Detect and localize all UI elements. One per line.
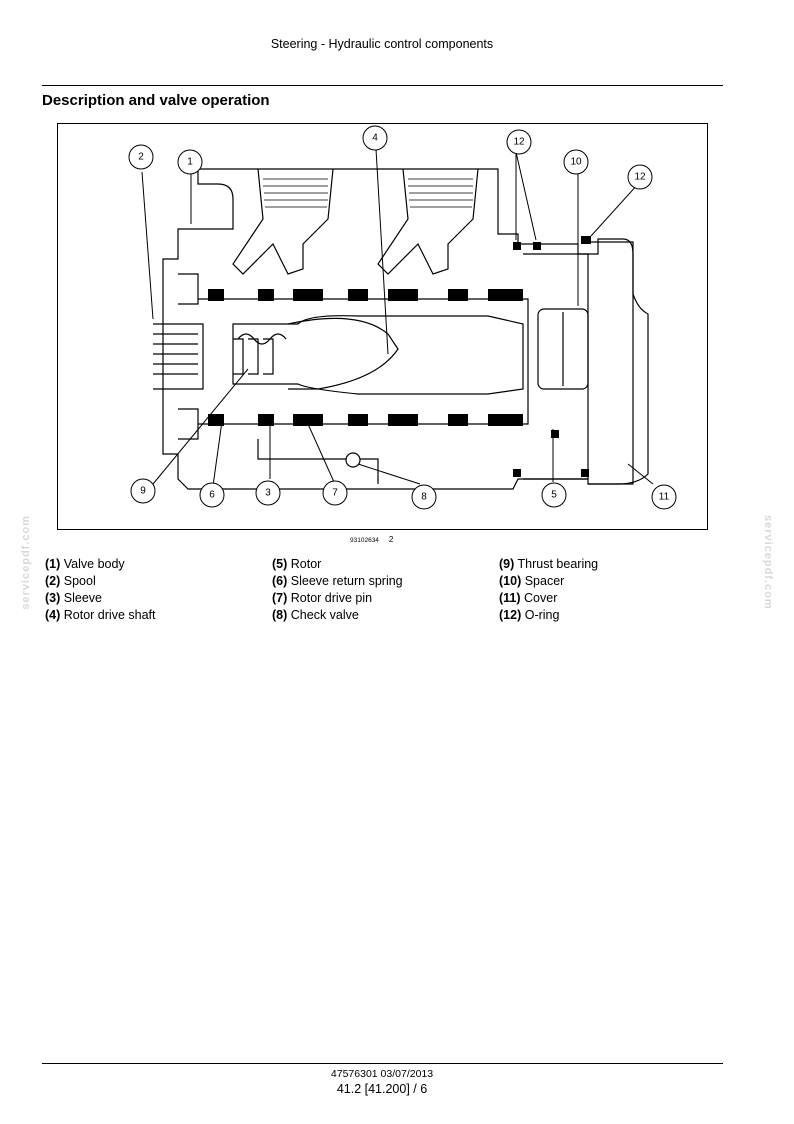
- check-valve: [345, 452, 361, 468]
- legend-item: (3) Sleeve: [45, 591, 102, 605]
- legend-item: (5) Rotor: [272, 557, 322, 571]
- leader-9: [152, 368, 249, 485]
- leader-7: [307, 423, 335, 483]
- spacer: [537, 308, 589, 390]
- legend-item: (2) Spool: [45, 574, 96, 588]
- callout-7: 7: [332, 487, 338, 499]
- legend-item: (10) Spacer: [499, 574, 565, 588]
- sleeve-return-spring: [237, 333, 287, 345]
- leader-11: [627, 463, 654, 485]
- legend-column-3: (9) Thrust bearing (10) Spacer (11) Cove…: [499, 556, 598, 624]
- callout-6: 6: [209, 489, 215, 501]
- valve-cross-section-drawing: [128, 125, 677, 510]
- callout-9: 9: [140, 485, 146, 497]
- callout-11: 11: [658, 491, 670, 503]
- legend-column-1: (1) Valve body (2) Spool (3) Sleeve (4) …: [45, 556, 155, 624]
- legend-item: (7) Rotor drive pin: [272, 591, 373, 605]
- valve-cross-section-figure: 1 2 3 4 5 6 7 8 8 9 10 11 12 12: [57, 123, 708, 530]
- header-divider: [42, 85, 723, 86]
- watermark-left: servicepdf.com: [20, 515, 32, 610]
- return-passage: [257, 439, 379, 484]
- leader-12b: [590, 183, 639, 237]
- legend-column-2: (5) Rotor (6) Sleeve return spring (7) R…: [272, 556, 403, 624]
- callout-3: 3: [265, 487, 271, 499]
- footer-divider: [42, 1063, 723, 1064]
- legend-item: (9) Thrust bearing: [499, 557, 599, 571]
- section-title: Description and valve operation: [42, 92, 270, 109]
- figure-number: 2: [388, 535, 394, 544]
- leader-2: [141, 171, 154, 320]
- footer-page-number: 41.2 [41.200] / 6: [336, 1082, 428, 1096]
- port-left: [232, 168, 334, 275]
- leader-6: [212, 413, 224, 487]
- thrust-bearing: [178, 273, 199, 440]
- callout-5: 5: [551, 489, 557, 501]
- legend-item: (8) Check valve: [272, 608, 359, 622]
- callout-1: 1: [187, 156, 193, 168]
- callout-4: 4: [372, 132, 378, 144]
- legend-item: (12) O-ring: [499, 608, 560, 622]
- callout-2: 2: [138, 151, 144, 163]
- legend-item: (4) Rotor drive shaft: [45, 608, 156, 622]
- callout-12a: 12: [513, 136, 525, 148]
- legend-item: (6) Sleeve return spring: [272, 574, 403, 588]
- seal-blocks: [208, 236, 591, 477]
- watermark-right: servicepdf.com: [762, 515, 774, 610]
- callout-10: 10: [570, 156, 582, 168]
- legend-item: (1) Valve body: [45, 557, 125, 571]
- cover: [588, 241, 634, 485]
- footer-document-id: 47576301 03/07/2013: [330, 1068, 434, 1080]
- callout-12b: 12: [634, 171, 646, 183]
- leader-8: [357, 463, 421, 485]
- figure-callouts: 1 2 3 4 5 6 7 8 8 9 10 11 12 12: [58, 124, 709, 531]
- port-right: [377, 168, 479, 275]
- legend-item: (11) Cover: [499, 591, 558, 605]
- figure-code: 93102634: [350, 537, 379, 544]
- port-right-thread: [408, 178, 473, 208]
- input-splines: [153, 323, 204, 390]
- figure-caption: 93102634 2: [350, 535, 393, 544]
- port-left-thread: [263, 178, 328, 208]
- valve-body-outline: [162, 168, 649, 490]
- callout-8a: 8: [421, 491, 427, 503]
- leader-4: [375, 148, 389, 355]
- leader-12a: [515, 151, 537, 241]
- spool: [232, 315, 524, 395]
- page-header-title: Steering - Hydraulic control components: [270, 37, 494, 51]
- rotor-drive-shaft: [287, 317, 399, 390]
